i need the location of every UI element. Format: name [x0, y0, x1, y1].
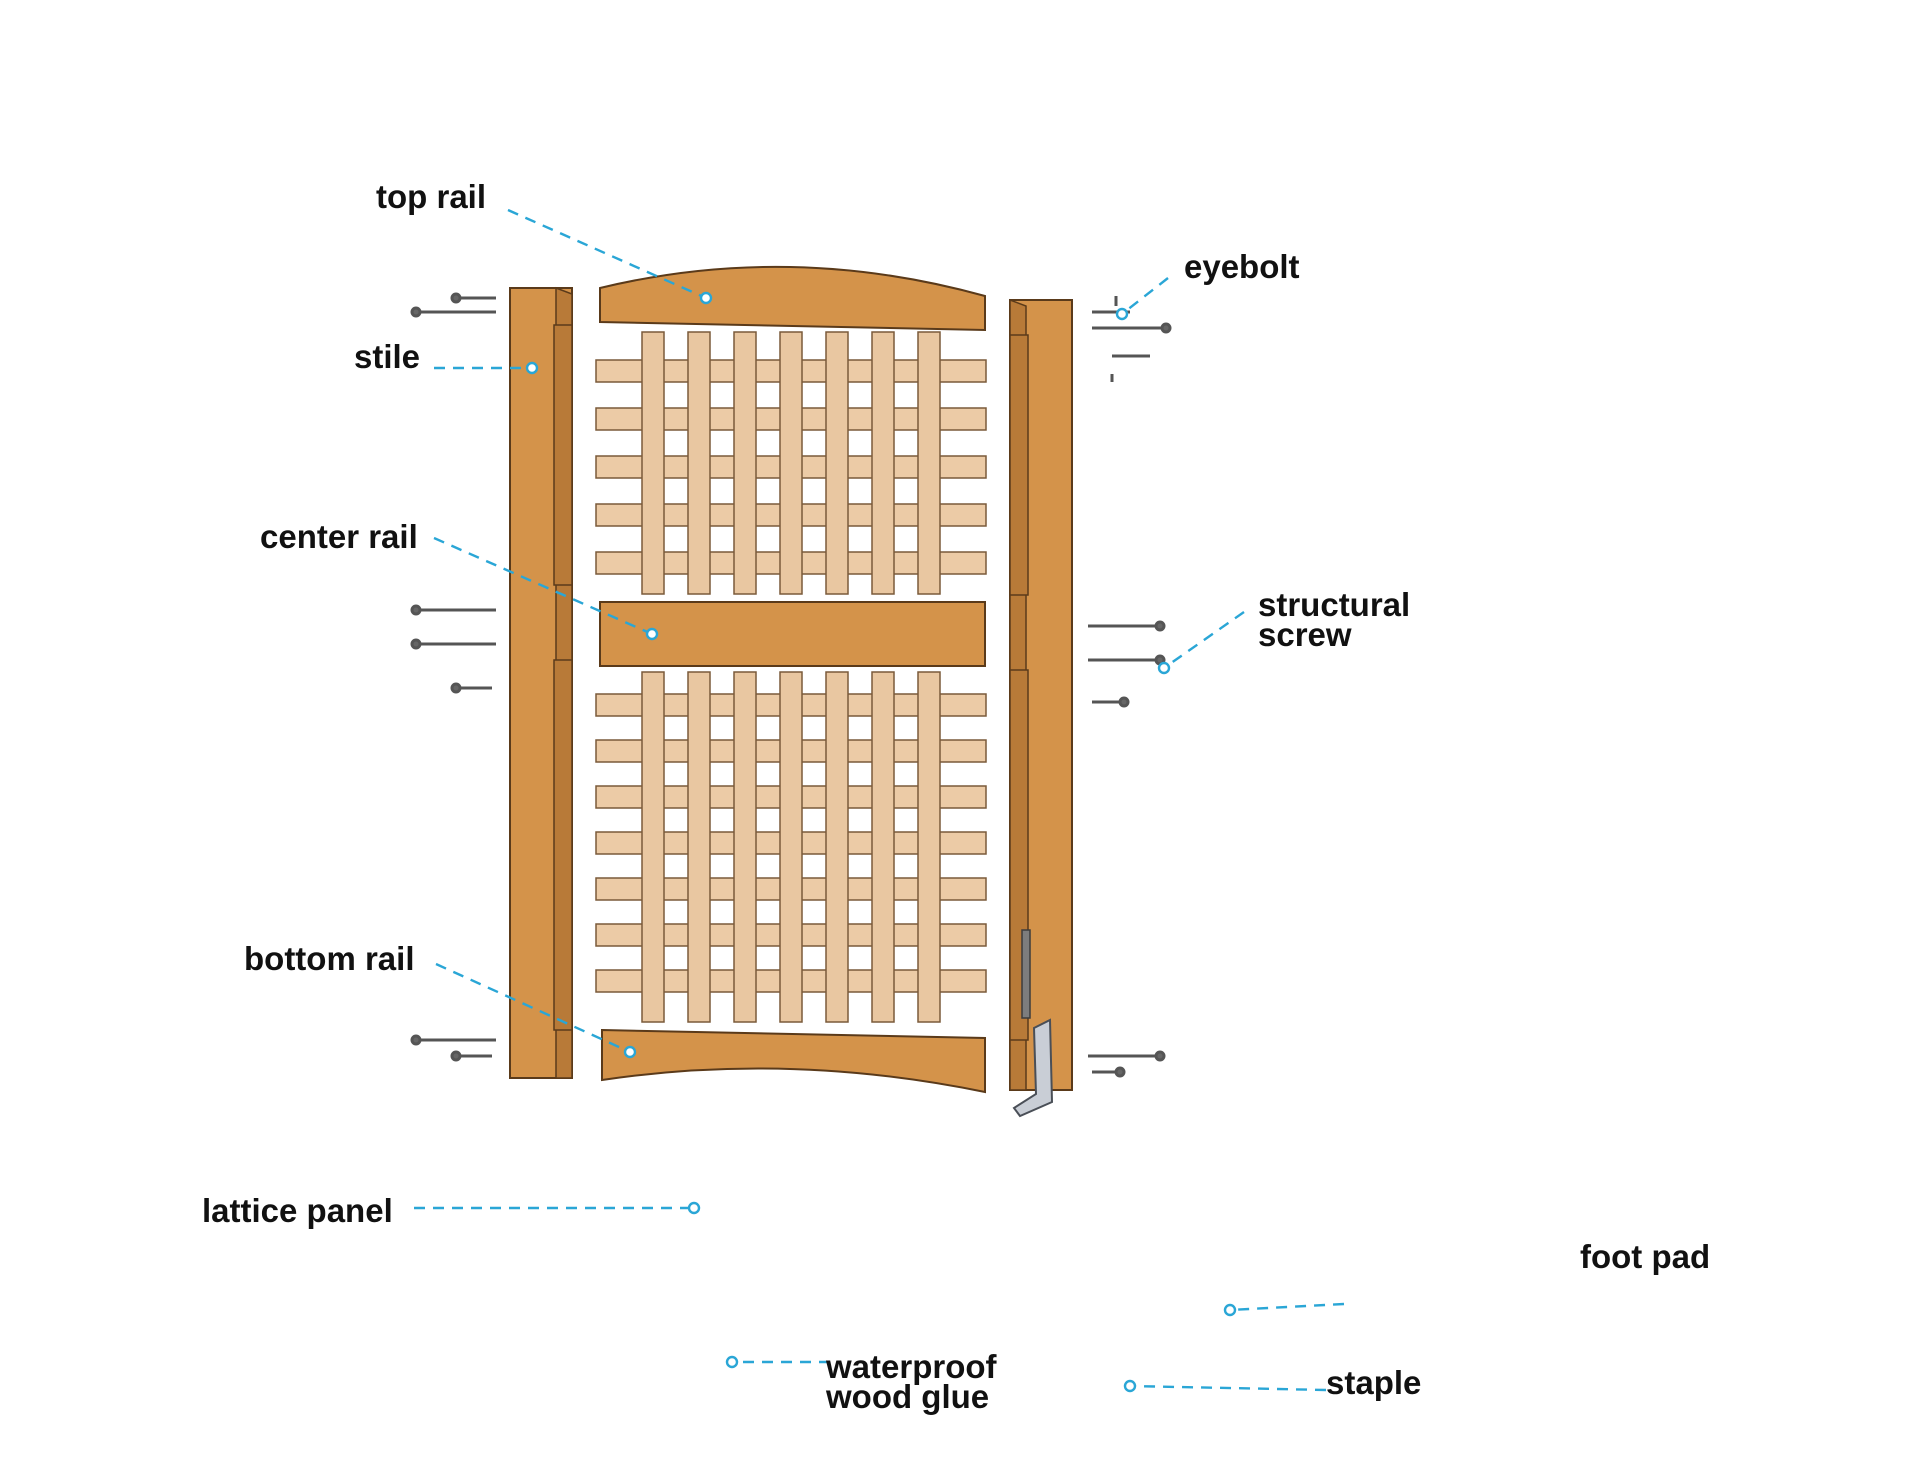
- staple-part: [1021, 929, 1031, 1019]
- label-lattice-panel: lattice panel: [202, 1192, 393, 1229]
- label-center-rail: center rail: [260, 518, 418, 555]
- upper-lattice-panel: [595, 331, 987, 595]
- leader-waterproof-glue: [725, 1355, 830, 1369]
- leader-staple: [1123, 1379, 1327, 1393]
- center-rail: [599, 601, 986, 667]
- left-stile: [509, 286, 573, 1079]
- label-bottom-rail: bottom rail: [244, 940, 415, 977]
- label-staple: staple: [1326, 1364, 1421, 1401]
- label-stile: stile: [354, 338, 420, 375]
- label-eyebolt: eyebolt: [1184, 248, 1300, 285]
- leader-eyebolt: [1115, 277, 1169, 321]
- leader-stile: [434, 361, 539, 375]
- label-structural-screw-line2: screw: [1258, 616, 1352, 653]
- leader-structural-screw: [1157, 611, 1245, 675]
- top-rail: [599, 265, 986, 332]
- label-waterproof-glue-line1: waterproof: [825, 1348, 998, 1385]
- label-structural-screw-line1: structural: [1258, 586, 1410, 623]
- label-top-rail: top rail: [376, 178, 486, 215]
- leader-lattice-panel: [414, 1201, 701, 1215]
- leader-center-rail: [433, 536, 659, 641]
- right-screws: [1088, 296, 1172, 1078]
- lower-lattice-panel: [595, 671, 987, 1023]
- leader-foot-pad: [1223, 1302, 1345, 1317]
- bottom-rail: [601, 1028, 986, 1094]
- label-foot-pad: foot pad: [1580, 1238, 1710, 1275]
- leader-top-rail: [507, 208, 713, 305]
- right-stile: [1009, 298, 1073, 1091]
- label-waterproof-glue-line2: wood glue: [825, 1378, 989, 1415]
- leader-bottom-rail: [435, 962, 637, 1059]
- left-screws: [410, 292, 496, 1062]
- foot-pad-bracket: [1012, 1018, 1054, 1118]
